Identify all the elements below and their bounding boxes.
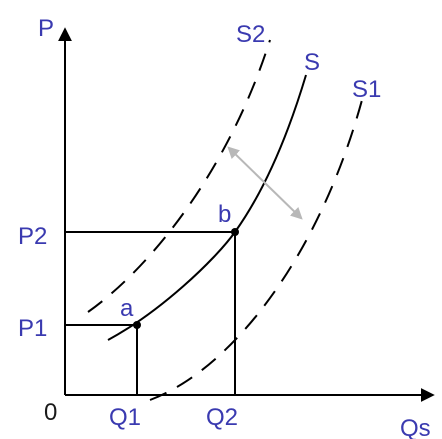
curve-label-s: S [304,49,320,76]
point-a [133,321,141,329]
supply-curve-s2 [87,39,271,313]
supply-curve-s [107,74,307,341]
price-label-p1: P1 [18,315,47,342]
y-axis-label: P [38,15,54,42]
point-label-a: a [120,295,134,322]
curve-label-s1: S1 [352,76,381,103]
curve-label-s2: S2 [236,21,265,48]
point-b [231,228,239,236]
x-axis-label: Qs [400,415,431,439]
supply-curve-s1 [149,99,363,401]
origin-label: 0 [44,399,57,426]
shift-arrow [227,146,303,220]
quantity-label-q1: Q1 [109,404,141,431]
point-label-b: b [218,201,231,228]
quantity-label-q2: Q2 [206,404,238,431]
price-label-p2: P2 [18,223,47,250]
